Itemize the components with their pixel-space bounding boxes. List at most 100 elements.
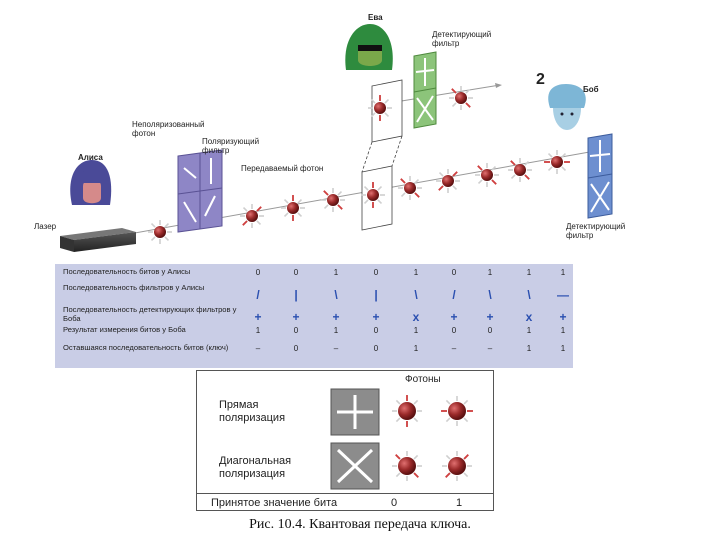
table-cell: 1	[333, 268, 339, 277]
diag-filter-icon	[330, 442, 380, 490]
table-cell: 0	[255, 268, 261, 277]
polarization-legend: Фотоны Прямая поляризация Диагональная п…	[196, 370, 494, 511]
photon-icon	[449, 86, 473, 110]
table-cell: 1	[413, 268, 419, 277]
laser-label: Лазер	[34, 222, 57, 231]
table-cell: \	[414, 288, 418, 302]
polarizing-filter-label: Поляризующий фильтр	[202, 137, 260, 155]
table-cell: 1	[487, 268, 493, 277]
photon-icon	[398, 176, 422, 200]
table-cell: 0	[293, 268, 299, 277]
table-row-label: Оставшаяся последовательность битов (клю…	[63, 343, 229, 352]
table-row-label: Последовательность битов у Алисы	[63, 267, 191, 276]
bit0-value: 0	[391, 497, 398, 509]
rect-filter-icon	[330, 388, 380, 436]
table-cell: 0	[373, 344, 379, 353]
table-cell: 0	[451, 268, 457, 277]
table-cell: 0	[451, 326, 457, 335]
table-cell: 1	[560, 268, 566, 277]
figure-caption: Рис. 10.4. Квантовая передача ключа.	[249, 517, 471, 532]
photon-path-illustration	[60, 24, 613, 252]
photon-group	[148, 86, 570, 244]
table-row-label: Результат измерения битов у Боба	[63, 325, 186, 334]
bit-value-label: Принятое значение бита	[211, 497, 338, 509]
bob-avatar	[548, 84, 586, 130]
alice-avatar	[70, 160, 112, 205]
table-cell: +	[292, 310, 300, 324]
table-cell: x	[525, 310, 533, 324]
table-cell: +	[254, 310, 262, 324]
photon-icon	[281, 195, 305, 221]
table-cell: /	[256, 288, 260, 302]
diag-polarization-label: Диагональная поляризация	[219, 455, 292, 480]
bob-detector-label: Детектирующий фильтр	[566, 222, 626, 240]
photon-icon	[475, 163, 499, 187]
photon-icon	[321, 188, 345, 212]
table-cell: \	[527, 288, 531, 302]
table-cell: 1	[526, 344, 532, 353]
table-cell: +	[559, 310, 567, 324]
table-cell: –	[451, 344, 457, 353]
polarizer-icon	[177, 149, 223, 233]
table-cell: 1	[526, 326, 532, 335]
table-cell: 1	[560, 344, 566, 353]
table-cell: 0	[293, 326, 299, 335]
eve-avatar	[345, 24, 393, 70]
table-cell: 0	[373, 326, 379, 335]
table-cell: –	[255, 344, 261, 353]
unpolarized-photon-label: Неполяризованный фотон	[132, 120, 205, 138]
table-row-label: Последовательность детектирующих фильтро…	[63, 305, 237, 323]
table-cell: \	[488, 288, 492, 302]
alice-label: Алиса	[78, 153, 103, 162]
table-cell: |	[374, 288, 378, 302]
rect-polarization-label: Прямая поляризация	[219, 399, 286, 424]
photon-icon	[508, 158, 532, 182]
detector-icon	[413, 51, 437, 129]
table-cell: 0	[293, 344, 299, 353]
transmitted-photon-label: Передаваемый фотон	[241, 164, 324, 173]
eve-label: Ева	[368, 13, 383, 22]
photon-icon	[148, 220, 172, 244]
badge-number: 2	[536, 71, 545, 88]
legend-icons	[330, 388, 473, 490]
photon-icon	[392, 451, 422, 481]
table-cell: 1	[413, 344, 419, 353]
photon-icon	[240, 204, 264, 228]
table-cell: +	[372, 310, 380, 324]
photon-icon	[368, 95, 392, 121]
eve-beam-line	[382, 84, 501, 105]
bob-label: Боб	[583, 85, 599, 94]
photon-icon	[544, 150, 570, 174]
eve-detector-label: Детектирующий фильтр	[432, 30, 492, 48]
legend-divider	[197, 493, 493, 494]
table-cell: \	[334, 288, 338, 302]
eve-beam-arrow	[495, 83, 502, 88]
table-cell: 1	[413, 326, 419, 335]
laser-icon	[60, 228, 136, 252]
table-cell: +	[486, 310, 494, 324]
table-cell: —	[557, 288, 569, 302]
table-cell: 1	[560, 326, 566, 335]
table-cell: 0	[373, 268, 379, 277]
table-cell: +	[332, 310, 340, 324]
table-cell: /	[452, 288, 456, 302]
photon-icon	[436, 169, 460, 193]
legend-photons	[392, 395, 473, 481]
photon-icon	[392, 395, 422, 427]
detector-icon	[587, 133, 613, 219]
table-cell: –	[333, 344, 339, 353]
photon-icon	[361, 182, 385, 208]
photons-header: Фотоны	[405, 374, 441, 385]
table-cell: |	[294, 288, 298, 302]
table-cell: 1	[526, 268, 532, 277]
bit-table-panel: Последовательность битов у Алисы 0 0 1 0 1 0 1 1…	[55, 264, 573, 368]
table-row-label: Последовательность фильтров у Алисы	[63, 283, 205, 292]
table-cell: –	[487, 344, 493, 353]
table-cell: x	[412, 310, 420, 324]
bit1-value: 1	[456, 497, 463, 509]
photon-icon	[442, 451, 472, 481]
table-cell: 1	[333, 326, 339, 335]
table-cell: 1	[255, 326, 261, 335]
photon-icon	[441, 396, 473, 426]
